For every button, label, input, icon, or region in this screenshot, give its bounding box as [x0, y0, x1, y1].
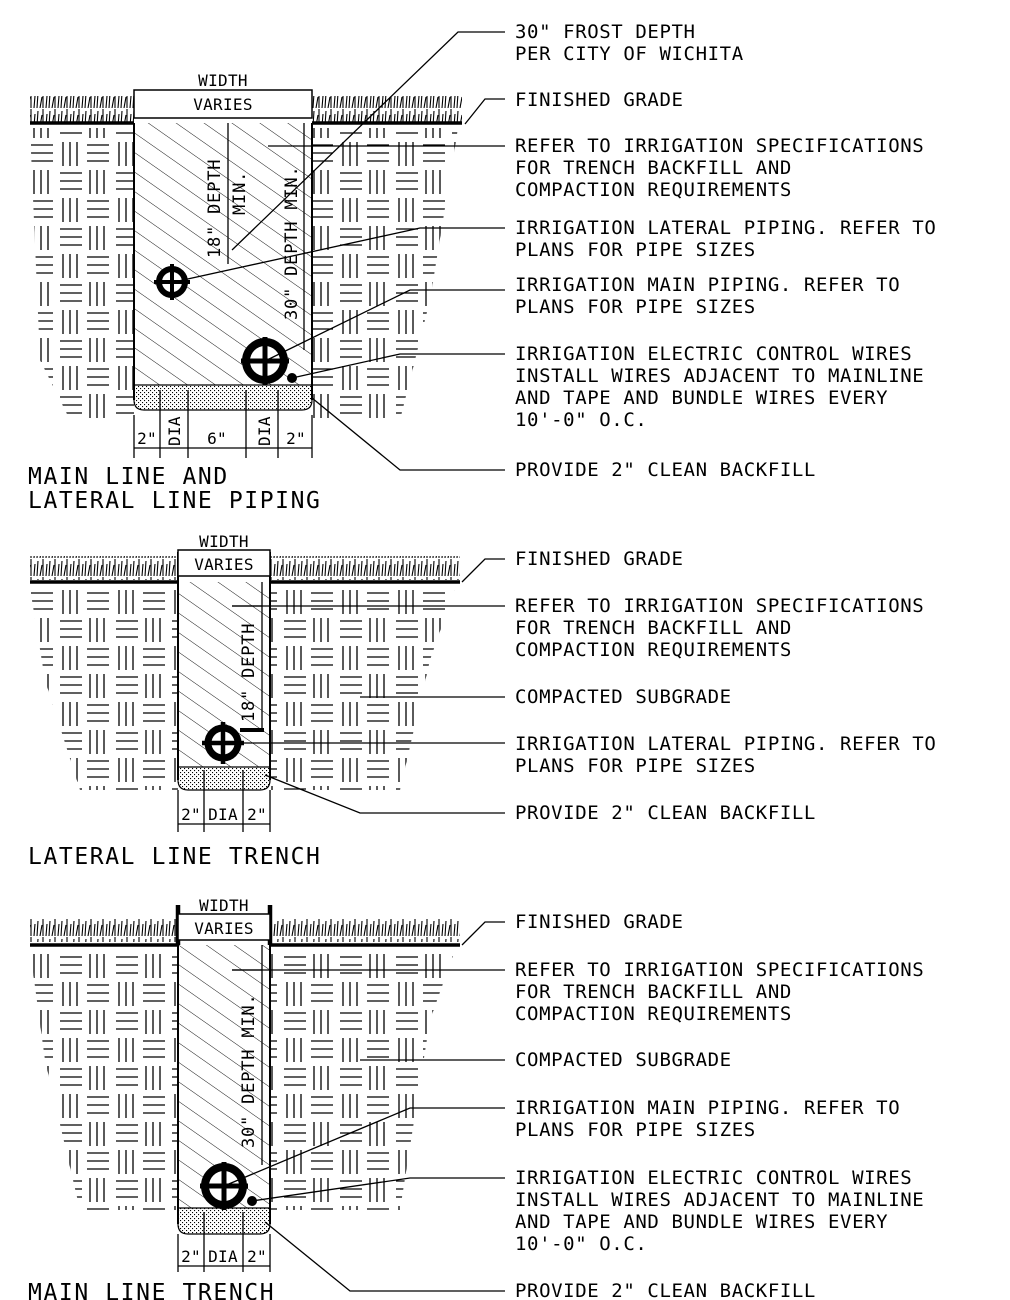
- detail-title: LATERAL LINE TRENCH: [28, 844, 322, 870]
- callout-leaders: [223, 921, 505, 1292]
- callout-clean-backfill: PROVIDE 2" CLEAN BACKFILL: [515, 459, 816, 481]
- bottom-dim-diameter: DIA: [165, 416, 184, 446]
- width-label-line2: VARIES: [193, 95, 253, 114]
- soil-left: [30, 128, 134, 420]
- clean-backfill-bed: [133, 384, 313, 411]
- soil-left: [30, 588, 178, 790]
- grass-right: [270, 556, 460, 580]
- width-label-line2: VARIES: [194, 555, 254, 574]
- detail-title: LATERAL LINE PIPING: [28, 488, 322, 514]
- soil-right: [270, 950, 455, 1210]
- main-depth-label: 30" DEPTH MIN.: [282, 166, 302, 321]
- grass-left: [30, 96, 134, 122]
- width-label-box: [133, 89, 313, 119]
- detail-main-and-lateral: WIDTH VARIES 18" DEPTH MIN. 30" DEPTH MI…: [28, 21, 948, 514]
- clean-backfill-bed: [177, 1207, 271, 1235]
- bottom-dim-diameter: DIA: [255, 416, 274, 446]
- bottom-dim-clearance: 2": [181, 1247, 201, 1266]
- bottom-dimensions: [133, 390, 313, 458]
- callout-leaders: [173, 31, 505, 471]
- trench-backfill: [134, 123, 312, 385]
- soil-right: [270, 588, 455, 790]
- callout-finished-grade: FINISHED GRADE: [515, 89, 684, 111]
- soil-left: [30, 950, 178, 1210]
- bottom-dim-clearance: 2": [247, 1247, 267, 1266]
- bottom-dim-diameter: DIA: [208, 1247, 238, 1266]
- callout-backfill-specs: REFER TO IRRIGATION SPECIFICATIONS FOR T…: [515, 595, 936, 661]
- bottom-dim-clearance: 2": [137, 429, 157, 448]
- callout-compacted-subgrade: COMPACTED SUBGRADE: [515, 686, 732, 708]
- detail-title: MAIN LINE TRENCH: [28, 1280, 275, 1300]
- grass-left: [30, 556, 178, 580]
- width-label-box: [177, 549, 271, 577]
- bottom-dim-clearance: 2": [247, 805, 267, 824]
- callout-control-wires: IRRIGATION ELECTRIC CONTROL WIRES INSTAL…: [515, 343, 936, 431]
- detail-main-line-trench: WIDTH VARIES 30" DEPTH MIN. 2" DIA 2" MA…: [28, 896, 936, 1300]
- bottom-dim-clearance: 2": [286, 429, 306, 448]
- bottom-dimensions: [177, 770, 271, 832]
- width-label-box: [177, 913, 271, 941]
- callout-finished-grade: FINISHED GRADE: [515, 911, 684, 933]
- callout-control-wires: IRRIGATION ELECTRIC CONTROL WIRES INSTAL…: [515, 1167, 936, 1255]
- callout-lateral-piping: IRRIGATION LATERAL PIPING. REFER TO PLAN…: [515, 217, 948, 261]
- bottom-dim-diameter: DIA: [208, 805, 238, 824]
- clean-backfill-bed: [177, 766, 271, 791]
- width-label-line1: WIDTH: [198, 71, 248, 90]
- width-label-line2: VARIES: [194, 919, 254, 938]
- detail-title: MAIN LINE AND: [28, 464, 229, 490]
- grass-right: [270, 918, 460, 942]
- callout-main-piping: IRRIGATION MAIN PIPING. REFER TO PLANS F…: [515, 274, 912, 318]
- callout-finished-grade: FINISHED GRADE: [515, 548, 684, 570]
- soil-right: [312, 128, 458, 420]
- callout-leaders: [232, 558, 505, 814]
- callout-clean-backfill: PROVIDE 2" CLEAN BACKFILL: [515, 802, 816, 824]
- main-depth-label: 30" DEPTH MIN.: [239, 994, 259, 1149]
- callout-frost-depth: 30" FROST DEPTH PER CITY OF WICHITA: [515, 21, 744, 65]
- width-label-line1: WIDTH: [199, 532, 249, 551]
- bottom-dimensions: [177, 1212, 271, 1272]
- bottom-dim-spacing: 6": [207, 429, 227, 448]
- lateral-pipe-symbol: [202, 722, 244, 764]
- detail-lateral-line-trench: WIDTH VARIES 18" DEPTH 2" DIA 2" LATERAL…: [28, 532, 948, 870]
- bottom-dim-clearance: 2": [181, 805, 201, 824]
- callout-backfill-specs: REFER TO IRRIGATION SPECIFICATIONS FOR T…: [515, 959, 936, 1025]
- callout-compacted-subgrade: COMPACTED SUBGRADE: [515, 1049, 732, 1071]
- lateral-depth-label-min: MIN.: [230, 171, 250, 215]
- lateral-pipe-symbol: [154, 264, 190, 300]
- lateral-depth-label: 18" DEPTH: [205, 159, 225, 258]
- lateral-depth-label: 18" DEPTH: [239, 623, 259, 722]
- callout-lateral-piping: IRRIGATION LATERAL PIPING. REFER TO PLAN…: [515, 733, 948, 777]
- callout-clean-backfill: PROVIDE 2" CLEAN BACKFILL: [515, 1280, 816, 1300]
- grass-left: [30, 918, 178, 942]
- callout-backfill-specs: REFER TO IRRIGATION SPECIFICATIONS FOR T…: [515, 135, 936, 201]
- width-label-line1: WIDTH: [199, 896, 249, 915]
- callout-main-piping: IRRIGATION MAIN PIPING. REFER TO PLANS F…: [515, 1097, 912, 1141]
